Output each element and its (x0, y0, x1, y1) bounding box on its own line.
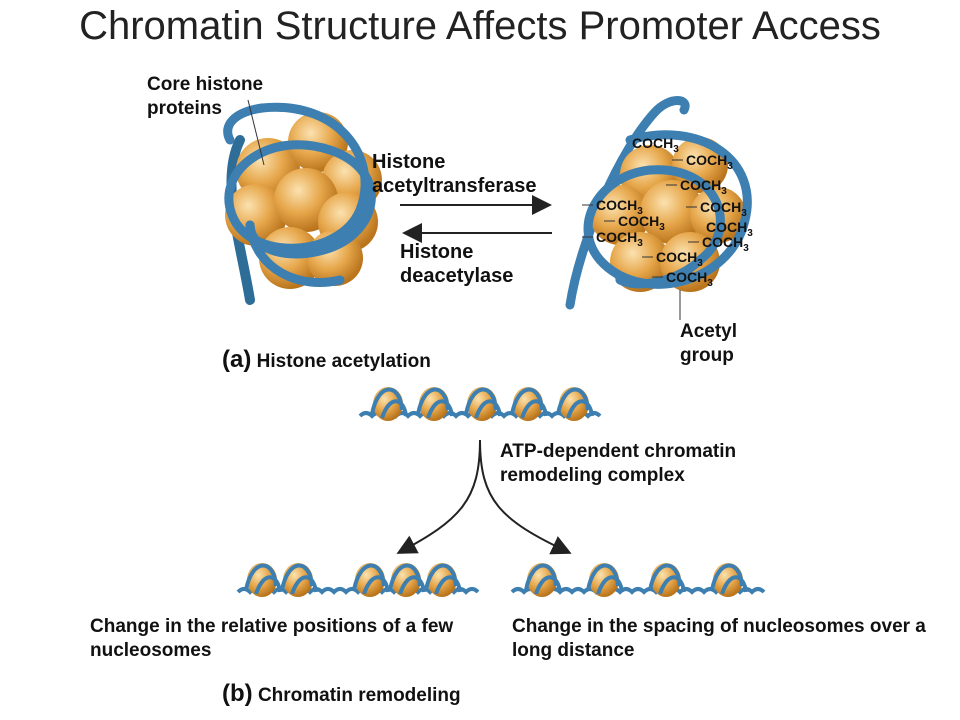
chromatin-fiber-initial (358, 387, 602, 421)
nucleosome-bead (244, 563, 282, 597)
svg-text:COCH3: COCH3 (686, 152, 733, 172)
svg-text:COCH3: COCH3 (702, 234, 749, 254)
acetyltransferase-label: Histone acetyltransferase (372, 151, 537, 197)
acetyl-group-11: COCH3 (652, 269, 713, 289)
nucleosome-bead (648, 563, 686, 597)
nucleosome-bead (464, 387, 502, 421)
svg-text:COCH3: COCH3 (596, 197, 643, 217)
nucleosome-bead (416, 387, 454, 421)
nucleosome-left (223, 102, 382, 305)
acetyl-group-3: COCH3 (666, 177, 727, 197)
panel-a-text: Histone acetylation (256, 351, 431, 372)
remodeler-label: ATP-dependent chromatin remodeling compl… (500, 441, 737, 486)
nucleosome-bead (388, 563, 426, 597)
acetyl-group-6: COCH3 (604, 213, 665, 233)
panel-a-letter: (a) (222, 346, 252, 373)
acetyl-group-label: Acetyl group (680, 321, 738, 366)
svg-text:COCH3: COCH3 (700, 199, 747, 219)
svg-text:COCH3: COCH3 (618, 213, 665, 233)
nucleosome-bead (710, 563, 748, 597)
acetyl-group-7: COCH3 (706, 219, 753, 239)
svg-text:COCH3: COCH3 (706, 219, 753, 239)
acetyl-group-10: COCH3 (642, 249, 703, 269)
panel-a-caption: (a) Histone acetylation (222, 346, 431, 374)
panel-b-caption: (b) Chromatin remodeling (222, 680, 461, 708)
deacetylase-label: Histone deacetylase (400, 241, 514, 287)
nucleosome-bead (424, 563, 462, 597)
acetyl-group-5: COCH3 (686, 199, 747, 219)
nucleosome-bead (280, 563, 318, 597)
svg-text:COCH3: COCH3 (596, 229, 643, 249)
acetyl-group-9: COCH3 (688, 234, 749, 254)
right-outcome-label: Change in the spacing of nucleosomes ove… (512, 616, 926, 661)
svg-text:COCH3: COCH3 (666, 269, 713, 289)
core-histone-pointer (247, 99, 265, 166)
nucleosome-bead (586, 563, 624, 597)
nucleosome-bead (556, 387, 594, 421)
nucleosome-bead (352, 563, 390, 597)
acetyl-group-2: COCH3 (672, 152, 733, 172)
svg-text:COCH3: COCH3 (632, 135, 679, 155)
chromatin-fiber-repositioned (236, 563, 480, 597)
core-histone-label: Core histone proteins (147, 74, 264, 119)
acetyl-group-1: COCH3 (632, 135, 679, 155)
panel-b-text: Chromatin remodeling (257, 685, 461, 706)
page-title: Chromatin Structure Affects Promoter Acc… (79, 4, 881, 48)
acetyl-group-4: COCH3 (582, 197, 643, 217)
nucleosome-bead (524, 563, 562, 597)
chromatin-fiber-respaced (510, 563, 766, 597)
remodel-arrow-left (396, 439, 481, 554)
left-outcome-label: Change in the relative positions of a fe… (90, 616, 454, 661)
nucleosome-bead (510, 387, 548, 421)
svg-text:COCH3: COCH3 (680, 177, 727, 197)
nucleosome-bead (370, 387, 408, 421)
panel-b-letter: (b) (222, 680, 253, 707)
svg-text:COCH3: COCH3 (656, 249, 703, 269)
acetyl-group-8: COCH3 (582, 229, 643, 249)
remodel-arrow-right (479, 439, 572, 555)
